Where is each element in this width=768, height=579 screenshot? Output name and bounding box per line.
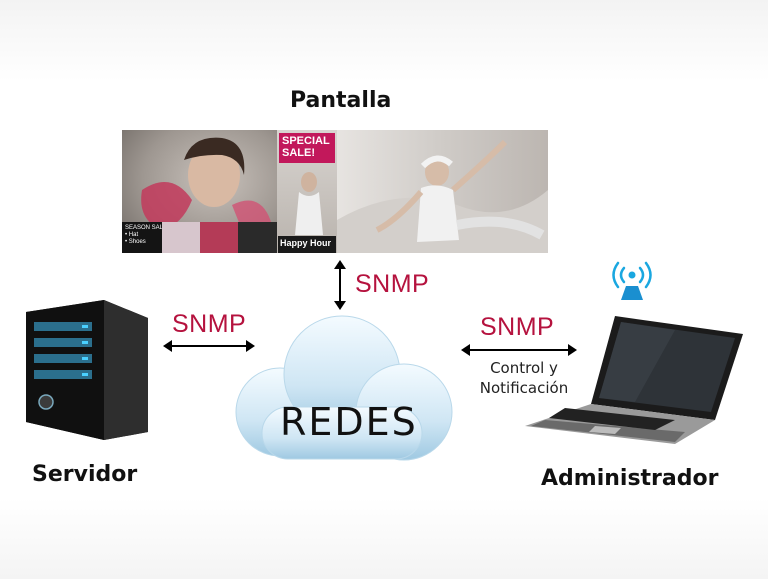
network-label: REDES bbox=[280, 400, 418, 444]
admin-link-arrow bbox=[461, 344, 577, 356]
special-sale-line: SPECIAL bbox=[282, 135, 330, 147]
admin-link-description: Control y Notificación bbox=[462, 358, 586, 398]
server-icon bbox=[26, 300, 148, 440]
display-screen: SEASON SALE • Hat • Shoes SPECIAL SALE! … bbox=[122, 130, 548, 253]
server-link-arrow bbox=[163, 340, 255, 352]
network-cloud-icon bbox=[235, 315, 453, 461]
control-text: Control y bbox=[490, 359, 558, 377]
season-sale-title: SEASON SALE bbox=[125, 225, 168, 231]
admin-snmp-label: SNMP bbox=[480, 313, 555, 341]
season-sale-text: SEASON SALE • Hat • Shoes bbox=[125, 225, 167, 246]
display-label: Pantalla bbox=[290, 88, 392, 113]
special-sale-badge bbox=[279, 133, 335, 163]
product-thumb bbox=[162, 222, 200, 253]
season-sale-item: • Shoes bbox=[125, 239, 146, 245]
product-thumb bbox=[200, 222, 238, 253]
wireless-beacon-icon bbox=[612, 261, 652, 300]
notification-text: Notificación bbox=[479, 379, 569, 397]
server-snmp-label: SNMP bbox=[172, 310, 247, 338]
admin-label: Administrador bbox=[541, 466, 719, 491]
happy-hour-badge bbox=[278, 236, 336, 253]
season-sale-panel bbox=[122, 222, 162, 253]
laptop-icon bbox=[525, 316, 743, 444]
season-sale-item: • Hat bbox=[125, 232, 139, 238]
banner-photo-right bbox=[337, 130, 548, 253]
display-snmp-label: SNMP bbox=[355, 270, 430, 298]
special-sale-line: SALE! bbox=[282, 147, 315, 159]
special-sale-text: SPECIAL SALE! bbox=[282, 135, 330, 159]
product-thumb bbox=[238, 222, 277, 253]
server-label: Servidor bbox=[32, 462, 138, 487]
happy-hour-text: Happy Hour bbox=[280, 238, 332, 248]
banner-photo-left: SEASON SALE • Hat • Shoes bbox=[122, 130, 277, 253]
display-link-arrow bbox=[334, 260, 346, 310]
